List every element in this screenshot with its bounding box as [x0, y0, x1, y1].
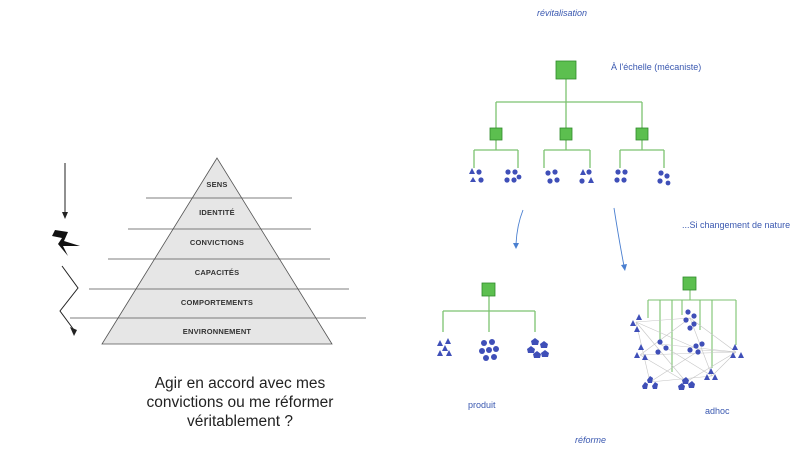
zigzag-arrow-line: [59, 265, 79, 331]
adhoc-label: adhoc: [705, 406, 730, 416]
pyramid-level-capacites: CAPACITÉS: [195, 268, 240, 277]
change-nature-label: ...Si changement de nature: [682, 220, 791, 230]
mechanistic-clusters: [469, 168, 671, 186]
produit-root-node: [481, 282, 496, 297]
pyramid-level-comportements: COMPORTEMENTS: [181, 298, 253, 307]
question-line: véritablement ?: [187, 413, 293, 430]
reforme-label: réforme: [575, 435, 607, 445]
branch-node: [559, 127, 573, 141]
cluster: [657, 170, 671, 186]
question-text: Agir en accord avec mes convictions ou m…: [110, 374, 370, 431]
produit-tree: [442, 296, 536, 332]
mechanistic-nodes: [489, 60, 649, 141]
arrow-head-icon: [513, 243, 519, 249]
cluster: [469, 168, 484, 183]
cluster: [437, 338, 452, 356]
arrow-head-icon: [621, 264, 627, 271]
pyramid-level-environnement: ENVIRONNEMENT: [183, 327, 252, 336]
lightning-icon: [52, 230, 80, 256]
revitalisation-label: révitalisation: [537, 8, 588, 18]
zigzag-arrow-head-icon: [70, 327, 77, 336]
cluster: [545, 169, 560, 184]
left-indicators: [52, 163, 80, 336]
down-arrow-icon: [62, 212, 68, 219]
cluster: [504, 169, 522, 183]
produit-label: produit: [468, 400, 496, 410]
cluster: [527, 338, 549, 358]
question-line: convictions ou me réformer: [146, 394, 334, 411]
pyramid: SENS IDENTITÉ CONVICTIONS CAPACITÉS COMP…: [70, 157, 366, 345]
pyramid-level-convictions: CONVICTIONS: [190, 238, 244, 247]
adhoc-network: [630, 276, 744, 390]
mechanistic-scale-label: À l'échelle (mécaniste): [611, 62, 702, 72]
adhoc-members: [630, 309, 744, 390]
question-line: Agir en accord avec mes: [154, 375, 326, 392]
pyramid-level-sens: SENS: [206, 180, 227, 189]
pyramid-shape: [101, 157, 333, 345]
cluster: [479, 339, 499, 361]
arrow-to-adhoc: [613, 207, 625, 267]
arrow-to-produit: [515, 209, 524, 245]
adhoc-root-node: [682, 276, 697, 291]
transition-arrows: [515, 207, 625, 267]
pyramid-level-identite: IDENTITÉ: [199, 208, 235, 217]
root-node: [555, 60, 577, 80]
branch-node: [489, 127, 503, 141]
produit-clusters: [437, 338, 549, 361]
mechanistic-tree: [473, 79, 665, 168]
branch-node: [635, 127, 649, 141]
cluster: [579, 169, 594, 184]
cluster: [614, 169, 628, 183]
